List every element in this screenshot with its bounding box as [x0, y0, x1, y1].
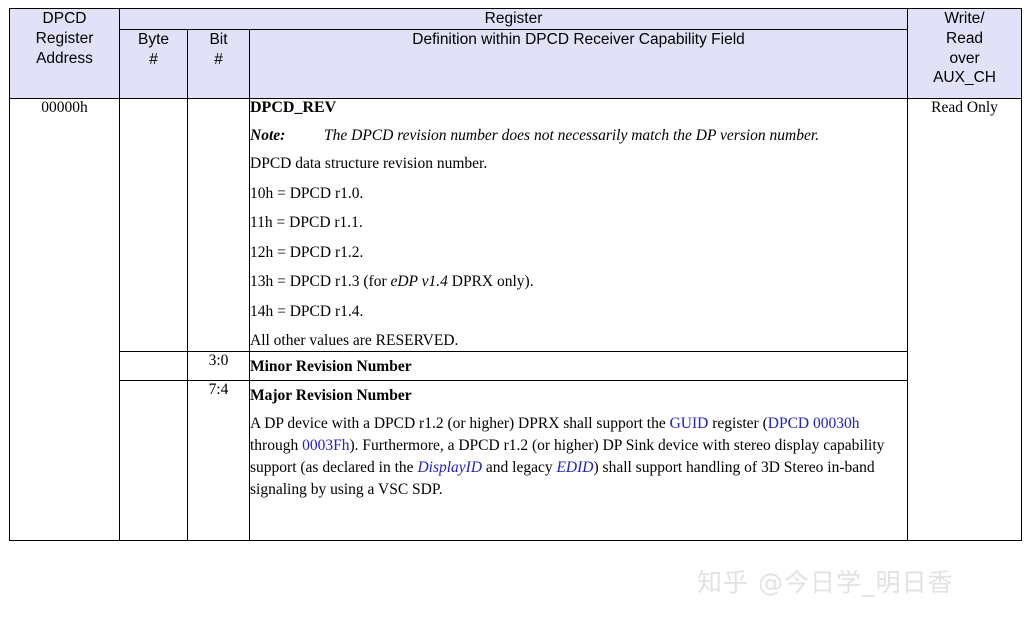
body-text-run-10: ) shall support handling of 3D Stereo in… [250, 458, 875, 498]
header-register: Register [118, 8, 909, 30]
link-dpcd-00030h[interactable]: DPCD 00030h [767, 414, 860, 432]
cell-write-read: Read Only [907, 97, 1023, 542]
cell-register-address: 00000h [9, 97, 120, 542]
table-row: 00000h DPCD_REV Note: The DPCD revision n… [9, 97, 1023, 542]
cell-byte-empty [119, 97, 188, 352]
reserved-note: All other values are RESERVED. [250, 332, 459, 350]
revision-value-4: 14h = DPCD r1.4. [250, 304, 907, 320]
body-text-run-2: register ( [708, 414, 768, 432]
cell-register-definition: DPCD_REV Note: The DPCD revision number d… [248, 97, 909, 352]
cell-byte-empty-minor [119, 350, 188, 382]
revision-value-1-text: 11h = DPCD r1.1. [250, 214, 363, 232]
revision-value-2: 12h = DPCD r1.2. [250, 245, 907, 261]
bitfield-title-major: Major Revision Number [250, 387, 412, 405]
link-edid[interactable]: EDID [556, 458, 594, 476]
link-0003fh[interactable]: 0003Fh [302, 436, 350, 454]
register-name: DPCD_REV [250, 98, 337, 116]
revision-value-3-italic: eDP v1.4 [390, 273, 448, 291]
header-byte-number: Byte # [119, 28, 188, 99]
revision-value-0-text: 10h = DPCD r1.0. [250, 184, 364, 202]
table-row-bitfield-major: 7:4 Major Revision Number A DP device wi… [10, 380, 1022, 542]
table-row-bitfield-minor: 3:0 Minor Revision Number [10, 350, 1022, 382]
header-bit-number: Bit # [187, 28, 250, 99]
cell-bits-minor: 3:0 [187, 350, 250, 382]
header-address-line-1: DPCD [42, 10, 87, 27]
header-bit-line-2: # [214, 50, 223, 68]
cell-definition-major: Major Revision Number A DP device with a… [248, 380, 909, 542]
bitfield-title-minor: Minor Revision Number [250, 357, 412, 375]
header-byte-line-2: # [149, 50, 158, 68]
register-note: Note: The DPCD revision number does not n… [250, 128, 907, 144]
revision-value-4-text: 14h = DPCD r1.4. [250, 302, 364, 320]
body-text-run-4: through [250, 436, 303, 454]
revision-value-1: 11h = DPCD r1.1. [250, 215, 907, 231]
header-address-line-3: Address [36, 49, 93, 67]
header-bit-line-1: Bit [209, 30, 228, 48]
body-text-run-6: ). Furthermore, a DPCD r1.2 (or higher) … [250, 436, 885, 476]
cell-byte-empty-major [119, 380, 188, 542]
watermark: 知乎 @今日学_明日香 [697, 568, 954, 597]
revision-value-2-text: 12h = DPCD r1.2. [250, 243, 364, 261]
cell-definition-minor: Minor Revision Number [248, 350, 909, 382]
header-wr-line-3: over [949, 49, 980, 67]
revision-value-3-suffix: DPRX only). [447, 273, 534, 291]
header-wr-line-1: Write/ [944, 10, 985, 27]
revision-value-3: 13h = DPCD r1.3 (for eDP v1.4 DPRX only)… [250, 274, 907, 290]
header-write-read-aux: Write/ Read over AUX_CH [907, 8, 1023, 99]
header-wr-line-2: Read [946, 29, 984, 47]
header-definition: Definition within DPCD Receiver Capabili… [248, 28, 909, 99]
header-wr-line-4: AUX_CH [933, 69, 996, 87]
revision-value-0: 10h = DPCD r1.0. [250, 186, 907, 202]
dpcd-register-table: DPCD Register Address Register Write/ Re… [9, 8, 1023, 542]
link-guid[interactable]: GUID [669, 414, 709, 432]
header-register-address: DPCD Register Address [9, 8, 120, 99]
header-byte-line-1: Byte [137, 30, 169, 48]
note-text: The DPCD revision number does not necess… [324, 126, 820, 144]
cell-bits-major: 7:4 [187, 380, 250, 542]
cell-bit-empty [187, 97, 250, 352]
body-text-run-0: A DP device with a DPCD r1.2 (or higher)… [250, 414, 670, 432]
link-displayid[interactable]: DisplayID [417, 458, 483, 476]
register-description: DPCD data structure revision number. [250, 155, 488, 173]
table-header-row-sub: Byte # Bit # Definition within DPCD Rece… [10, 28, 1022, 99]
body-text-run-8: and legacy [482, 458, 557, 476]
header-address-line-2: Register [35, 29, 94, 47]
note-label: Note: [250, 126, 286, 144]
table-header-row-top: DPCD Register Address Register Write/ Re… [9, 8, 1023, 99]
revision-value-3-prefix: 13h = DPCD r1.3 (for [250, 273, 391, 291]
bitfield-body-major: A DP device with a DPCD r1.2 (or higher)… [250, 413, 907, 501]
